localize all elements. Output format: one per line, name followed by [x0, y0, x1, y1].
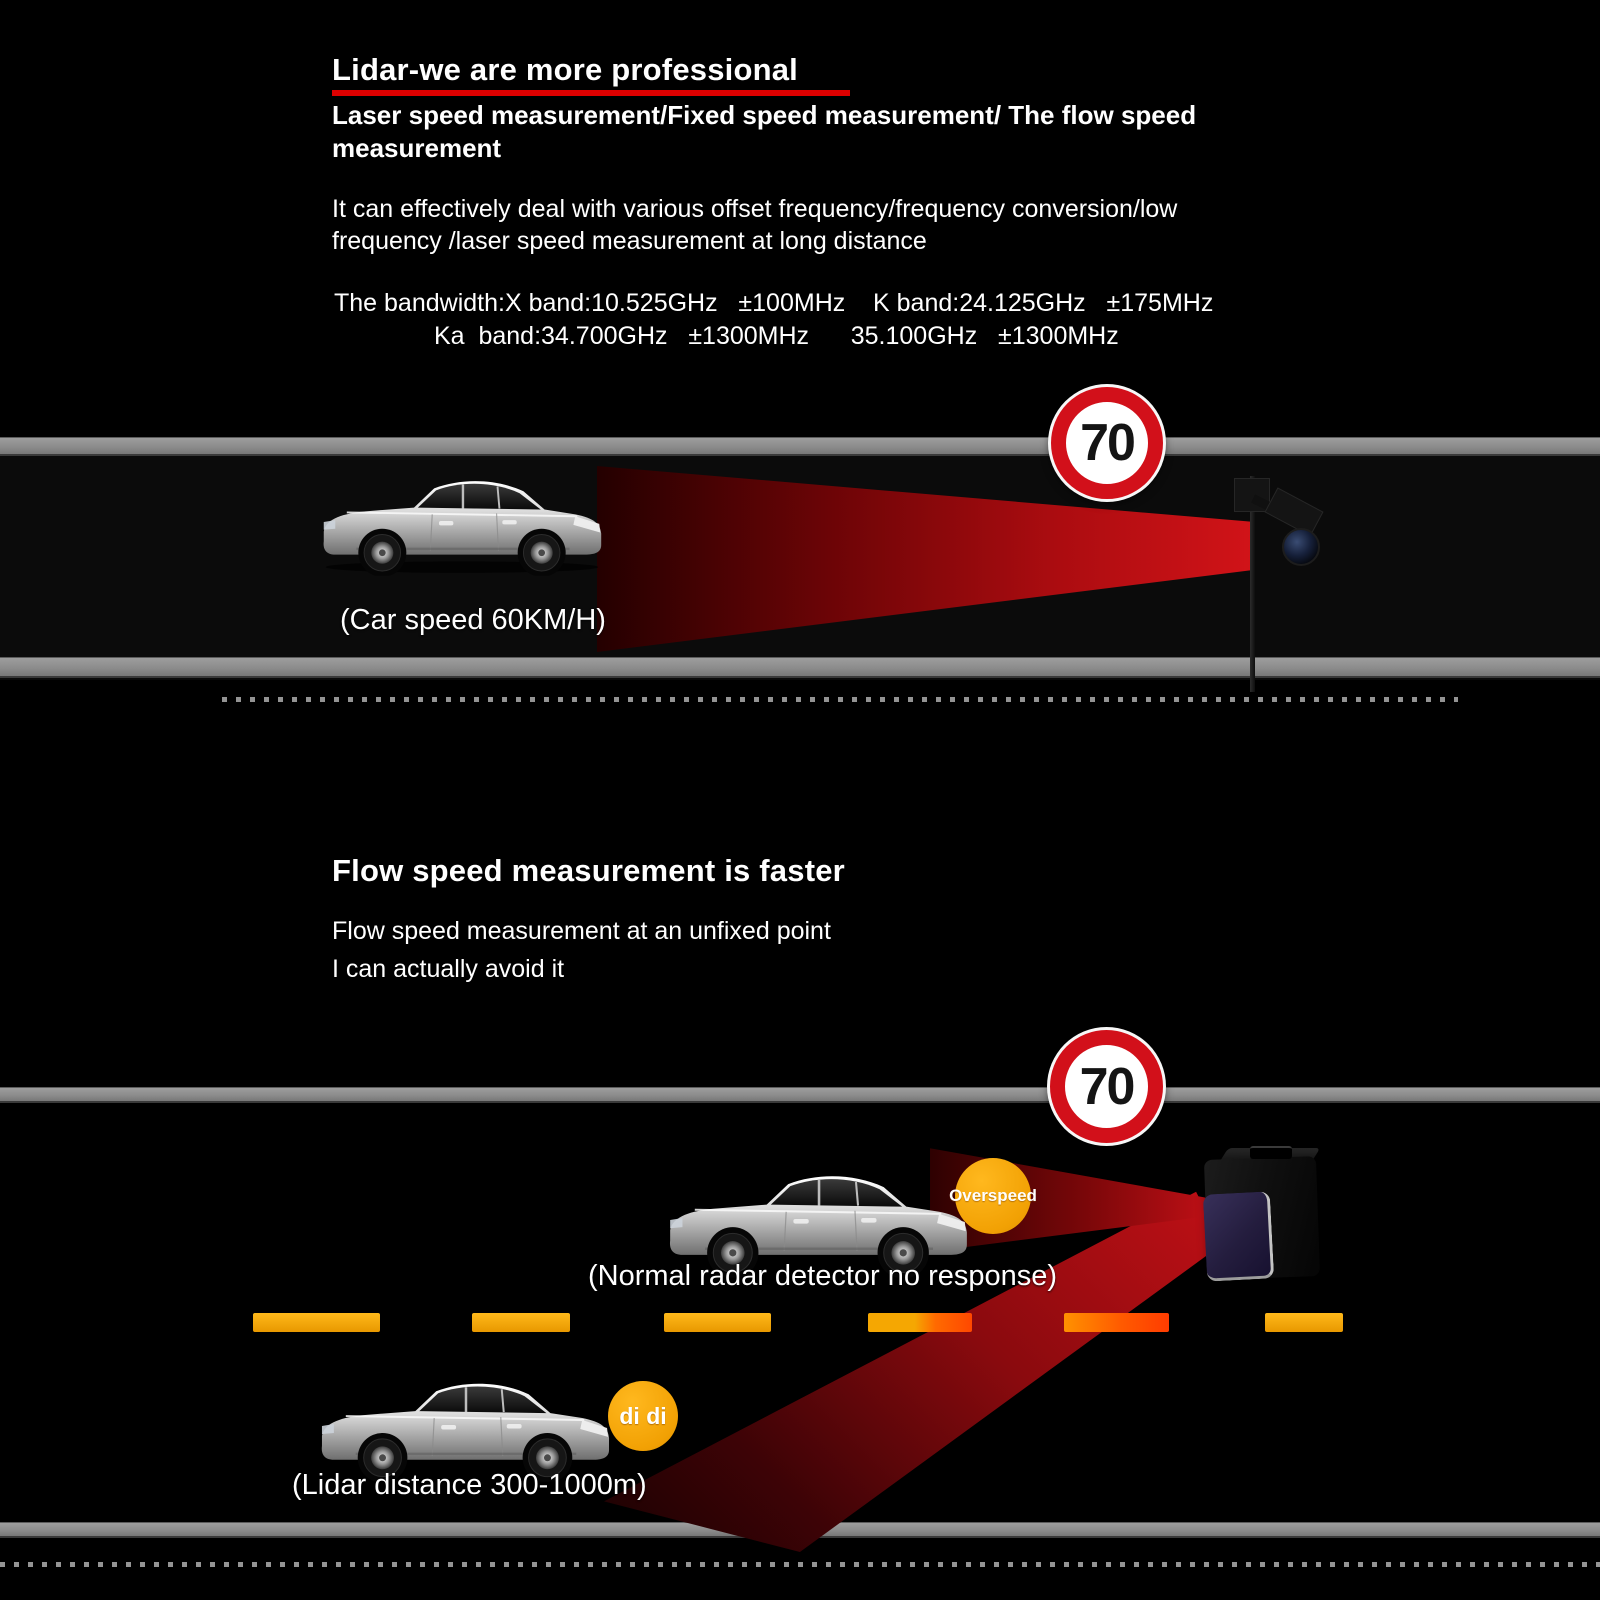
radar-detector-handle	[1250, 1146, 1292, 1159]
flow-line-2: I can actually avoid it	[332, 955, 565, 983]
road-edge-top-scene1	[0, 437, 1600, 456]
speed-limit-value: 70	[1080, 414, 1136, 472]
camera-lens-icon	[1282, 528, 1320, 566]
car-illustration-scene1	[318, 468, 606, 576]
overspeed-badge: Overspeed	[949, 1158, 1037, 1234]
lane-dash	[664, 1313, 771, 1332]
road-edge-top-scene2	[0, 1087, 1600, 1103]
lane-dash-beam-lit	[868, 1313, 972, 1332]
flow-heading: Flow speed measurement is faster	[332, 853, 845, 888]
lane-dash	[472, 1313, 570, 1332]
car-speed-caption: (Car speed 60KM/H)	[340, 604, 606, 636]
didi-badge-label: di di	[619, 1402, 667, 1429]
flow-line-1: Flow speed measurement at an unfixed poi…	[332, 917, 831, 945]
title-underline	[332, 90, 850, 96]
bandwidth-line-2: Ka band:34.700GHz ±1300MHz 35.100GHz ±13…	[434, 322, 1119, 350]
normal-detector-caption: (Normal radar detector no response)	[588, 1260, 1058, 1292]
body-line-2: frequency /laser speed measurement at lo…	[332, 227, 927, 255]
lane-dash-beam-lit	[1064, 1313, 1169, 1332]
radar-detector-lens-icon	[1202, 1191, 1275, 1282]
didi-alert-badge: di di	[608, 1381, 678, 1451]
speed-limit-sign-scene2: 70	[1050, 1030, 1163, 1143]
camera-pole	[1250, 476, 1255, 692]
car-illustration-lidar	[316, 1370, 614, 1482]
dashed-divider-2	[0, 1562, 1600, 1567]
body-line-1: It can effectively deal with various off…	[332, 195, 1178, 223]
road-edge-bottom-scene1	[0, 657, 1600, 678]
lane-dash	[1265, 1313, 1343, 1332]
dashed-divider-1	[222, 697, 1458, 702]
speed-limit-value: 70	[1079, 1057, 1136, 1116]
subtitle-line-2: measurement	[332, 133, 502, 163]
subtitle-line-1: Laser speed measurement/Fixed speed meas…	[332, 100, 1197, 130]
bandwidth-line-1: The bandwidth:X band:10.525GHz ±100MHz K…	[334, 289, 1214, 317]
page-title: Lidar-we are more professional	[332, 52, 798, 87]
lidar-distance-caption: (Lidar distance 300-1000m)	[292, 1469, 647, 1501]
overspeed-badge-label: Overspeed	[949, 1186, 1037, 1205]
speed-limit-sign-scene1: 70	[1051, 387, 1163, 499]
lane-dash	[253, 1313, 380, 1332]
